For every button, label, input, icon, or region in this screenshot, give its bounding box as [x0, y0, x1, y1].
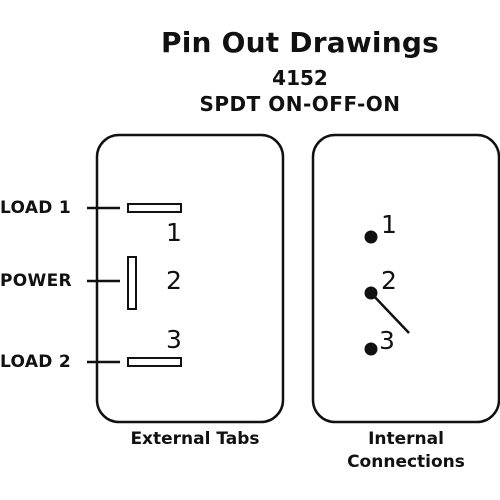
- load2-label: LOAD 2: [0, 352, 72, 372]
- tab-1-number: 1: [166, 218, 182, 247]
- tab-3-number: 3: [166, 325, 182, 354]
- internal-caption-line2: Connections: [347, 452, 465, 472]
- contact-1-dot: [364, 230, 378, 244]
- switch-type: SPDT ON-OFF-ON: [199, 92, 401, 116]
- internal-connections-box: [311, 133, 500, 424]
- contact-3-dot: [364, 342, 378, 356]
- tab-3: [127, 357, 182, 367]
- switch-arm: [370, 292, 410, 334]
- external-tabs-box: [95, 133, 285, 424]
- external-tabs-caption: External Tabs: [130, 429, 260, 449]
- tab-1: [127, 203, 182, 213]
- contact-1-number: 1: [381, 210, 397, 239]
- contact-3-number: 3: [379, 326, 395, 355]
- load1-label: LOAD 1: [0, 198, 72, 218]
- power-label: POWER: [0, 271, 72, 291]
- part-number: 4152: [272, 66, 328, 90]
- tab-2-number: 2: [166, 266, 182, 295]
- contact-2-number: 2: [381, 266, 397, 295]
- tab-2: [127, 256, 137, 310]
- internal-caption-line1: Internal: [368, 429, 444, 449]
- page-title: Pin Out Drawings: [161, 26, 439, 59]
